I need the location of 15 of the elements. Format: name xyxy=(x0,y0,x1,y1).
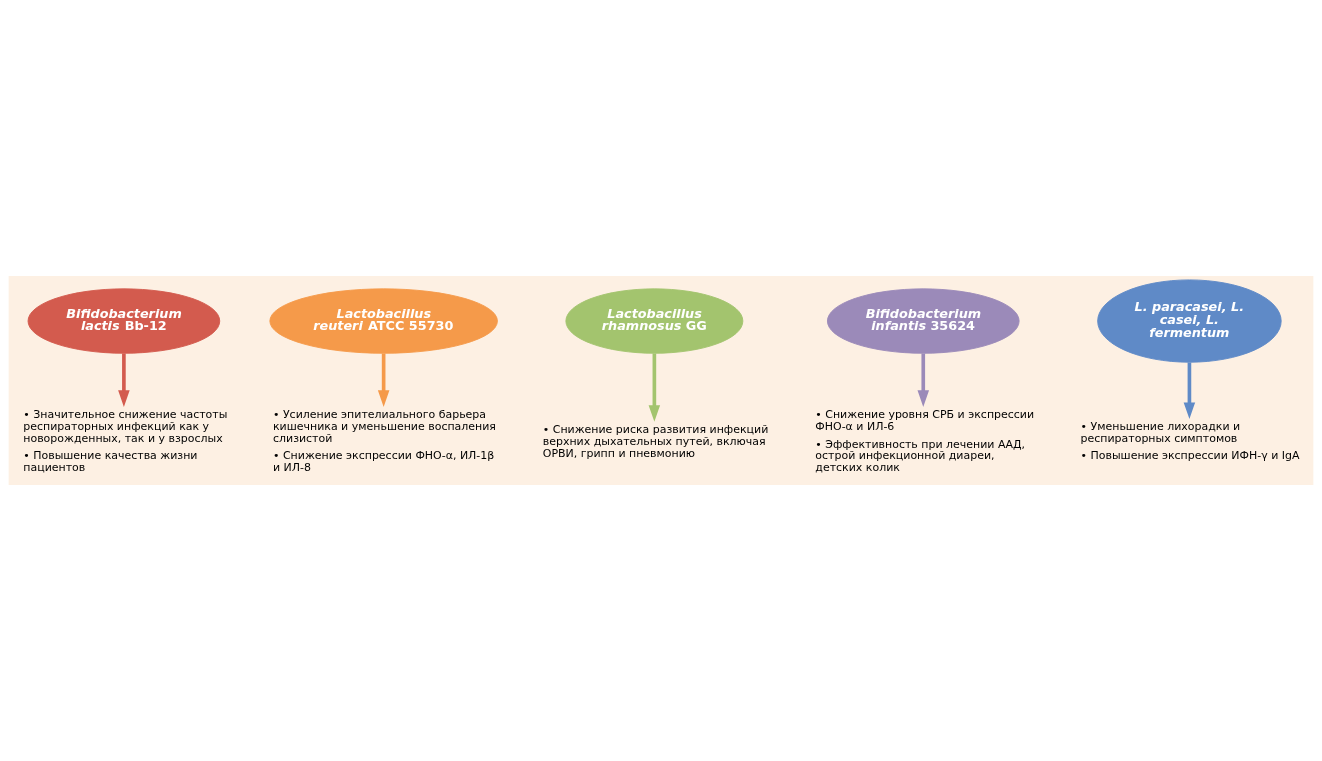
node-ellipse: L. paracasei, L. casei, L. fermentum xyxy=(1097,279,1282,363)
node-text: • Снижение риска развития инфекций верхних дыхательных путей, включая ОРВИ, грипп и пневмонию xyxy=(542,422,769,460)
node-text: • Усиление эпителиального барьера кишечника и уменьшение воспаления слизистой • Снижение экспрессии ФНО-α, ИЛ-1β и ИЛ-8 xyxy=(272,408,496,475)
node-text: • Снижение уровня СРБ и экспрессии ФНО-α и ИЛ-6 • Эффективность при лечении ААД, острой инфекционной диареи, детских колик xyxy=(815,408,1035,475)
arrow xyxy=(1183,362,1196,419)
node-ellipse: Bifidobacterium lactis Bb-12 xyxy=(27,288,221,354)
arrow xyxy=(377,353,390,407)
node-ellipse: Lactobacillus reuteri ATCC 55730 xyxy=(269,288,498,354)
arrow xyxy=(648,353,661,422)
node-ellipse: Lactobacillus rhamnosus GG xyxy=(565,288,744,354)
arrow xyxy=(917,353,930,407)
node-text: • Значительное снижение частоты респираторных инфекций как у новорожденных, так и у взрослых • Повышение качества жизни пациентов xyxy=(23,408,228,475)
node-ellipse: Bifidobacterium infantis 35624 xyxy=(826,288,1020,354)
node-text: • Уменьшение лихорадки и респираторных симптомов • Повышение экспрессии ИФН-γ и IgA xyxy=(1080,420,1300,463)
arrow xyxy=(118,353,130,407)
